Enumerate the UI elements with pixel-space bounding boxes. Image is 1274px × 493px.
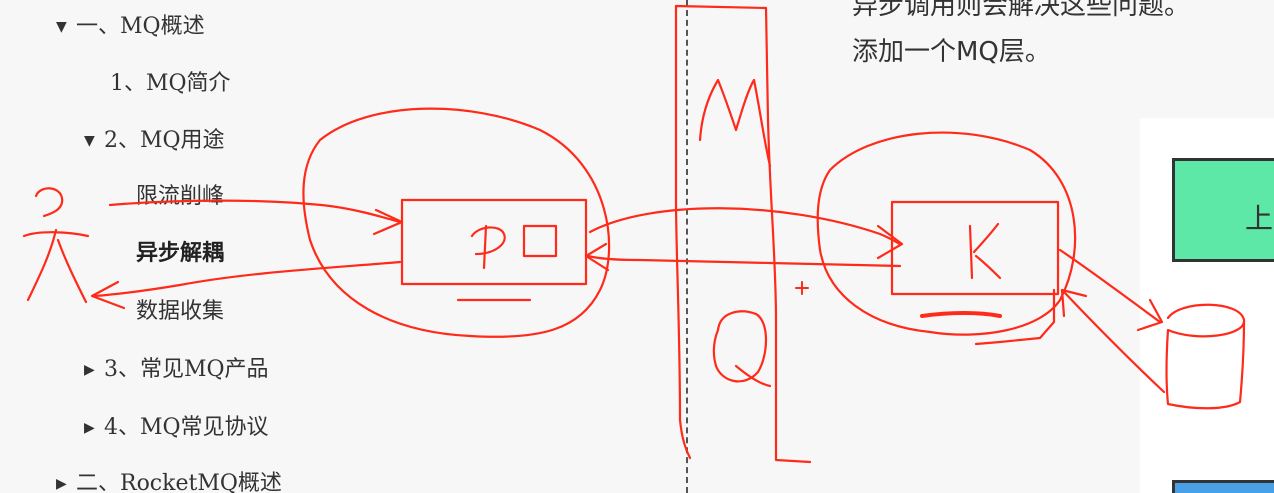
toc-item-label: 2、MQ用途 <box>104 128 225 153</box>
db-cylinder <box>1165 303 1246 410</box>
diagram-blue-box <box>1172 480 1274 493</box>
k-extra-line <box>974 288 1056 346</box>
person-legs-stroke <box>26 228 88 304</box>
underline-k <box>920 311 1002 318</box>
k-to-p-arrow <box>586 254 902 268</box>
letter-o-square <box>522 224 558 258</box>
toc-item-label: 数据收集 <box>136 299 225 324</box>
toc-item-label: 1、MQ简介 <box>110 71 231 96</box>
toc-item-label: 异步解耦 <box>136 241 225 266</box>
db-to-k-arrowhead <box>1060 288 1088 318</box>
mq-outline <box>674 4 812 464</box>
toc-item-async-decouple[interactable]: 异步解耦 <box>136 240 224 268</box>
dashed-divider <box>686 0 688 493</box>
expand-right-icon[interactable]: ▶ <box>84 362 95 378</box>
request-arrow <box>108 199 402 224</box>
circle-around-k <box>816 131 1077 336</box>
letter-m-stroke <box>698 78 772 168</box>
box-k-rect <box>890 200 1060 296</box>
diagram-box-label: 上 <box>1245 202 1274 235</box>
toc-item-label: 4、MQ常见协议 <box>104 415 269 440</box>
toc-item-label: 二、RocketMQ概述 <box>76 471 282 493</box>
toc-item-mq-products[interactable]: ▶ 3、常见MQ产品 <box>84 356 269 384</box>
toc-item-label: 3、常见MQ产品 <box>104 357 269 382</box>
toc-item-mq-protocols[interactable]: ▶ 4、MQ常见协议 <box>84 414 269 442</box>
diagram-green-box: 上 <box>1172 158 1274 262</box>
letter-k-stroke <box>968 222 1002 280</box>
toc-item-mq-overview[interactable]: ▼ 一、MQ概述 <box>56 13 205 41</box>
k-to-db-arrowhead <box>1136 298 1164 332</box>
toc-item-label: 一、MQ概述 <box>76 14 205 39</box>
content-paragraph-line: 异步调用则会解决这些问题。 <box>852 0 1191 21</box>
expand-right-icon[interactable]: ▶ <box>84 420 95 436</box>
db-to-k-arrow <box>1062 290 1166 394</box>
expand-down-icon[interactable]: ▼ <box>84 133 95 149</box>
response-arrow <box>93 260 402 298</box>
letter-q-stroke <box>712 310 772 388</box>
plus-mark <box>795 281 809 295</box>
circle-around-p <box>302 107 611 338</box>
p-to-k-arrowhead <box>876 224 904 260</box>
content-paragraph-line: 添加一个MQ层。 <box>852 37 1051 67</box>
toc-item-mq-intro[interactable]: 1、MQ简介 <box>110 70 231 98</box>
toc-item-label: 限流削峰 <box>136 184 225 209</box>
k-to-db-arrow <box>1058 248 1162 324</box>
toc-item-mq-usage[interactable]: ▼ 2、MQ用途 <box>84 127 225 155</box>
expand-down-icon[interactable]: ▼ <box>56 19 67 35</box>
person-head-stroke <box>34 187 64 218</box>
toc-item-rocketmq-overview[interactable]: ▶ 二、RocketMQ概述 <box>56 470 282 493</box>
toc-item-rate-limit[interactable]: 限流削峰 <box>136 183 224 211</box>
letter-p-stroke <box>470 224 506 270</box>
k-to-p-arrowhead <box>584 242 610 272</box>
toc-item-data-collect[interactable]: 数据收集 <box>136 298 224 326</box>
p-to-k-arrow <box>588 207 902 246</box>
expand-right-icon[interactable]: ▶ <box>56 476 67 492</box>
box-p-rect <box>400 198 588 286</box>
toc-sidebar: ▼ 一、MQ概述 1、MQ简介 ▼ 2、MQ用途 限流削峰 异步解耦 数据收集 ▶ 3… <box>0 0 340 493</box>
response-arrowhead <box>90 280 126 310</box>
